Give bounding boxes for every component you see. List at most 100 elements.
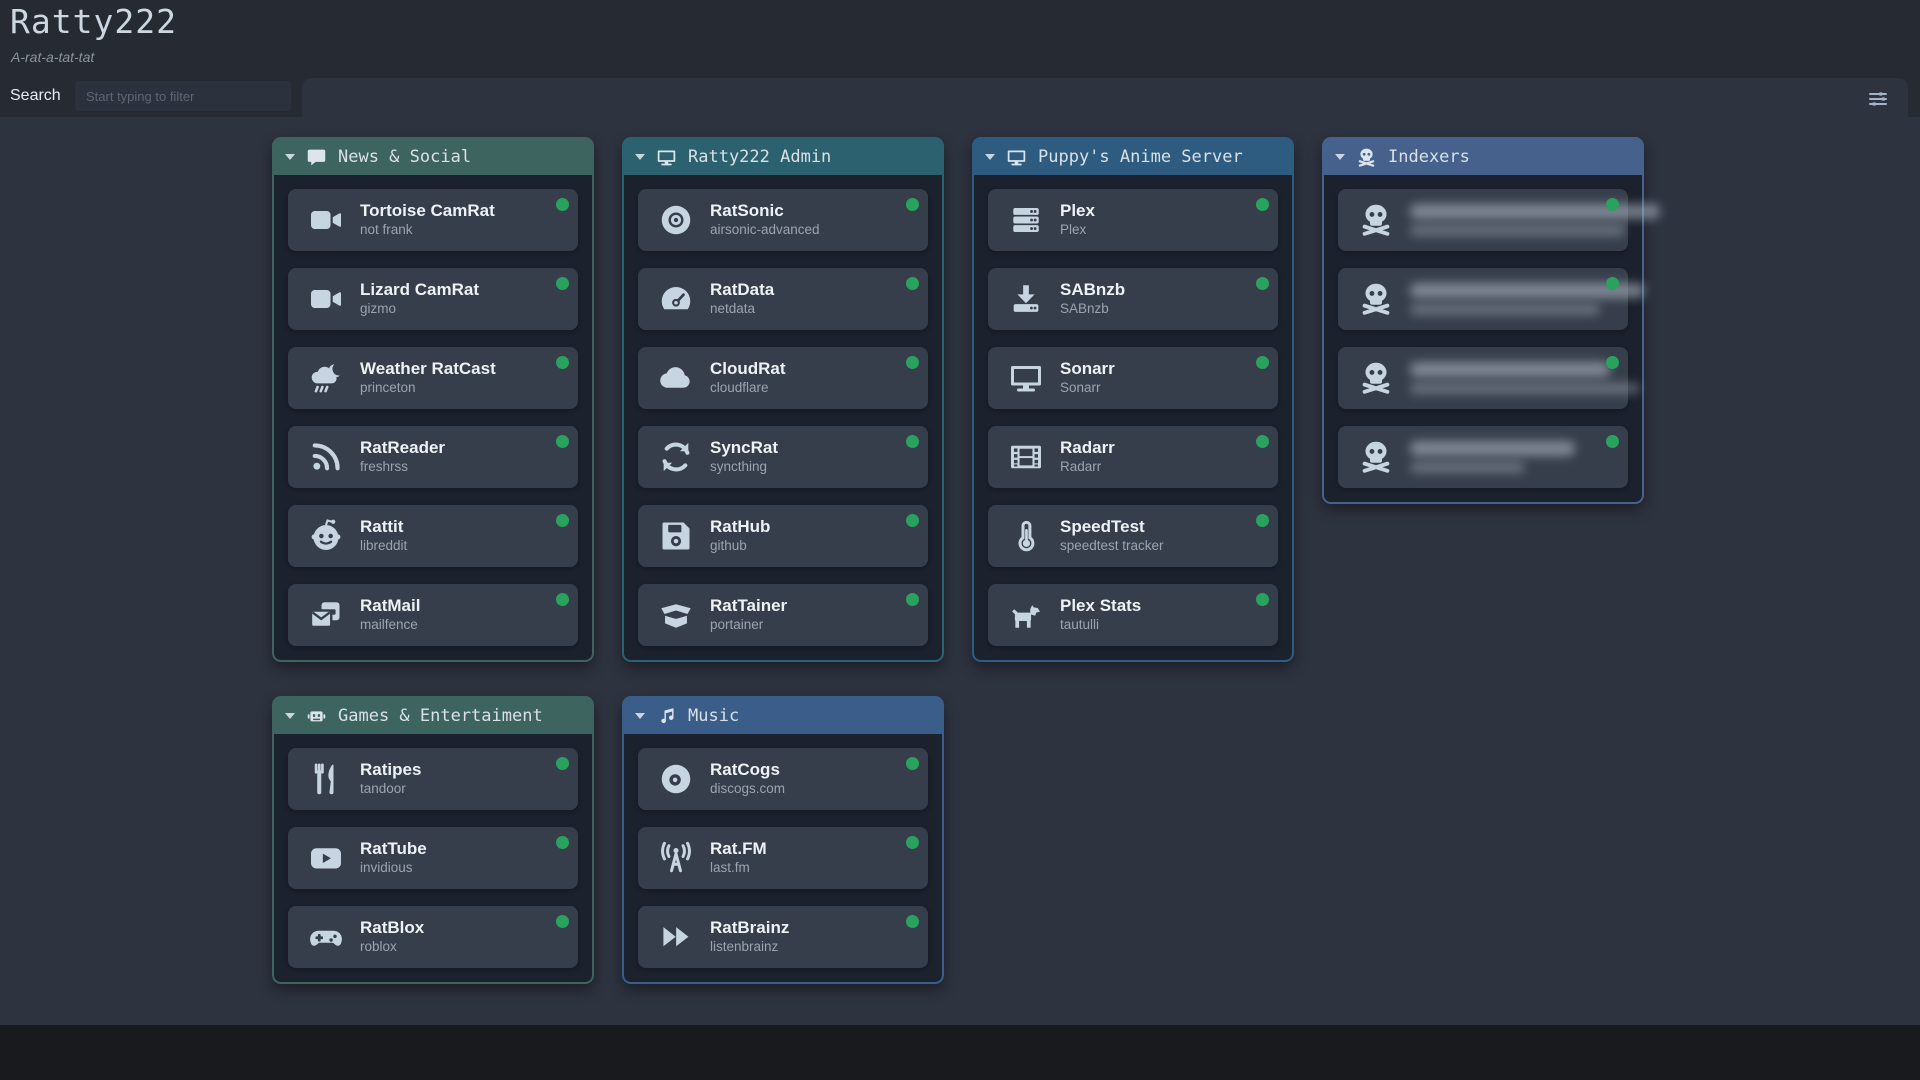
collapse-caret-icon[interactable]	[635, 154, 645, 160]
category-header-music[interactable]: Music	[624, 698, 942, 734]
collapse-caret-icon[interactable]	[285, 154, 295, 160]
collapse-caret-icon[interactable]	[285, 713, 295, 719]
app-tile[interactable]	[1338, 347, 1640, 409]
status-dot-online	[1256, 514, 1269, 527]
app-tile[interactable]	[1338, 426, 1628, 488]
dog-icon	[1002, 597, 1050, 633]
status-dot-online	[906, 593, 919, 606]
collapse-caret-icon[interactable]	[1335, 154, 1345, 160]
status-dot-online	[906, 435, 919, 448]
category-header-indexers[interactable]: Indexers	[1324, 139, 1642, 175]
app-title: RatBlox	[360, 918, 425, 938]
content-panel-top	[302, 78, 1908, 120]
app-title: RatCogs	[710, 760, 780, 780]
app-subtitle: tautulli	[1060, 616, 1100, 632]
status-dot-online	[906, 277, 919, 290]
status-dot-online	[906, 836, 919, 849]
app-subtitle: github	[710, 537, 747, 553]
redacted-app-title	[1410, 204, 1660, 219]
app-title: RatMail	[360, 596, 421, 616]
gauge-icon	[652, 281, 700, 317]
video-icon	[302, 281, 350, 317]
download-icon	[1002, 281, 1050, 317]
collapse-caret-icon[interactable]	[635, 713, 645, 719]
app-tile-text	[1410, 439, 1575, 475]
app-tile[interactable]	[1338, 189, 1660, 251]
category-header-puppys-anime-server[interactable]: Puppy's Anime Server	[974, 139, 1292, 175]
app-tile-text	[1410, 281, 1645, 317]
redacted-app-subtitle	[1410, 225, 1625, 236]
app-title: Rat.FM	[710, 839, 767, 859]
app-subtitle: airsonic-advanced	[710, 221, 820, 237]
app-tile-text	[1410, 360, 1640, 396]
search-label: Search	[10, 87, 61, 104]
category-title: News & Social	[338, 147, 472, 167]
settings-sliders-icon[interactable]	[1864, 86, 1894, 112]
category-title: Music	[688, 706, 740, 726]
status-dot-online	[1256, 198, 1269, 211]
app-subtitle: listenbrainz	[710, 938, 779, 954]
category-card-indexers: Indexers	[1322, 137, 1660, 504]
status-dot-online	[1256, 277, 1269, 290]
category-header-ratty222-admin[interactable]: Ratty222 Admin	[624, 139, 942, 175]
category-header-news-social[interactable]: News & Social	[274, 139, 592, 175]
rss-icon	[302, 439, 350, 475]
status-dot-online	[906, 198, 919, 211]
app-subtitle: speedtest tracker	[1060, 537, 1164, 553]
category-title: Games & Entertaiment	[338, 706, 543, 726]
app-title: CloudRat	[710, 359, 786, 379]
app-subtitle: Sonarr	[1060, 379, 1101, 395]
app-subtitle: tandoor	[360, 780, 406, 796]
collapse-caret-icon[interactable]	[985, 154, 995, 160]
app-title: Ratipes	[360, 760, 422, 780]
floppy-icon	[652, 518, 700, 554]
app-title: RatTube	[360, 839, 427, 859]
desktop-icon	[1006, 147, 1027, 168]
tower-icon	[652, 840, 700, 876]
search-input[interactable]	[75, 81, 291, 111]
app-subtitle: cloudflare	[710, 379, 769, 395]
app-title: Weather RatCast	[360, 359, 496, 379]
status-dot-online	[1256, 593, 1269, 606]
redacted-app-subtitle	[1410, 462, 1525, 473]
app-title: Rattit	[360, 517, 404, 537]
category-header-games-entertainment[interactable]: Games & Entertaiment	[274, 698, 592, 734]
app-tile[interactable]	[1338, 268, 1645, 330]
